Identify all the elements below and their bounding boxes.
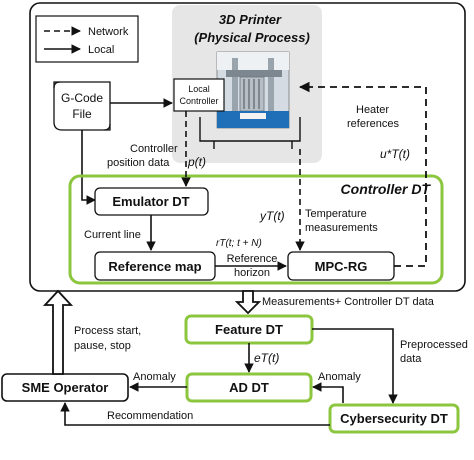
process-label-1: Process start,: [74, 325, 141, 337]
local-controller-label-2: Controller: [179, 96, 218, 106]
r-t-label: rT(t; t + N): [216, 238, 262, 249]
hollow-arrow-to-system: [42, 289, 74, 375]
reference-horizon-label-2: horizon: [234, 267, 270, 279]
printer-panel: 3D Printer (Physical Process) Local Cont…: [172, 5, 322, 163]
arrow-recommendation: [60, 402, 330, 426]
local-controller-label-1: Local: [188, 84, 210, 94]
legend: Network Local: [35, 15, 139, 63]
temperature-label-1: Temperature: [305, 208, 367, 220]
preprocessed-label-1: Preprocessed: [400, 339, 468, 351]
heater-label-1: Heater: [356, 104, 389, 116]
printer-photo: [216, 51, 290, 129]
gcode-file-shape: [53, 81, 111, 131]
measurements-label: Measurements+ Controller DT data: [262, 296, 435, 308]
temperature-label-2: measurements: [305, 222, 378, 234]
sme-operator-box: [1, 373, 129, 402]
u-t-label: u*T(t): [380, 147, 410, 161]
reference-map-label: Reference map: [108, 259, 201, 274]
legend-network-label: Network: [88, 26, 129, 38]
gcode-label-1: G-Code: [61, 91, 103, 105]
controller-dt-frame: [68, 174, 444, 285]
arrow-gcode-to-emulator: [81, 130, 96, 205]
printer-subtitle: (Physical Process): [194, 30, 310, 45]
controller-dt-title: Controller DT: [341, 181, 432, 197]
current-line-label: Current line: [84, 229, 141, 241]
recommendation-label: Recommendation: [107, 410, 193, 422]
process-label-2: pause, stop: [74, 340, 131, 352]
cybersecurity-dt-label: Cybersecurity DT: [340, 411, 448, 426]
legend-box: [35, 15, 139, 63]
printer-title: 3D Printer: [219, 12, 282, 27]
gcode-label-2: File: [72, 107, 92, 121]
y-t-label: yT(t): [259, 209, 285, 223]
heater-label-2: references: [347, 118, 399, 130]
controller-position-label-2: position data: [107, 157, 170, 169]
emulator-dt-label: Emulator DT: [112, 194, 189, 209]
feature-dt-label: Feature DT: [215, 322, 283, 337]
hollow-arrow-to-feature: [234, 290, 262, 315]
arrow-heater-references: [298, 81, 427, 267]
printer-base: [199, 117, 301, 142]
preprocessed-label-2: data: [400, 353, 422, 365]
mpc-rg-label: MPC-RG: [315, 259, 368, 274]
local-controller-box: [173, 78, 225, 112]
ad-dt-label: AD DT: [229, 380, 269, 395]
e-t-label: eT(t): [254, 351, 279, 365]
anomaly-right-label: Anomaly: [318, 371, 361, 383]
legend-local-label: Local: [88, 44, 114, 56]
arrow-feature-to-cybersecurity: [312, 328, 398, 404]
anomaly-left-label: Anomaly: [133, 371, 176, 383]
reference-horizon-label-1: Reference: [227, 253, 278, 265]
gcode-file: G-Code File: [53, 81, 111, 131]
cybersecurity-dt-box: [328, 403, 460, 434]
sme-operator-label: SME Operator: [22, 380, 109, 395]
p-t-label: p(t): [187, 155, 206, 169]
arrow-cybersecurity-to-ad: [312, 382, 344, 403]
controller-position-label-1: Controller: [130, 143, 178, 155]
